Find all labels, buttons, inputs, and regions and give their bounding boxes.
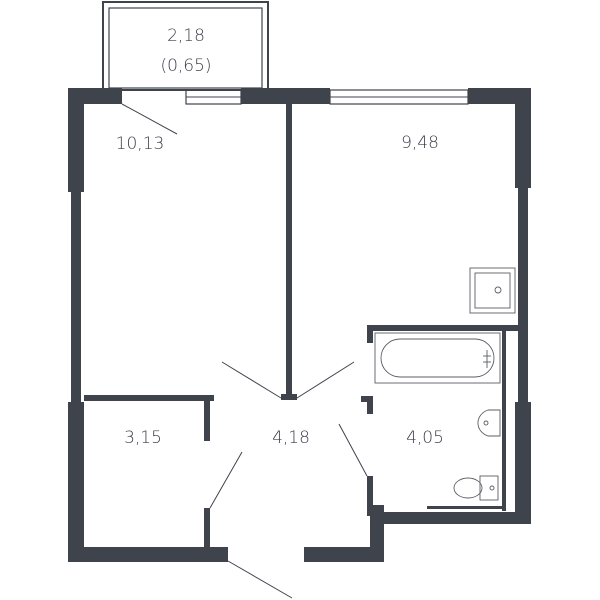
door-swings: [121, 103, 368, 599]
washing-machine-icon: [469, 267, 516, 314]
storage-area-label: 3,15: [124, 428, 162, 448]
hallway-area-label: 4,18: [272, 428, 310, 448]
bathroom-area-label: 4,05: [406, 428, 444, 448]
balcony-area-secondary-label: (0,65): [160, 56, 211, 76]
bathtub-icon: [374, 332, 501, 384]
walls: [68, 88, 531, 562]
balcony: [102, 1, 269, 91]
windows: [185, 89, 469, 105]
toilet-icon: [453, 475, 499, 501]
washbasin-icon: [477, 409, 501, 437]
balcony-area-label: 2,18: [167, 26, 205, 46]
kitchen-area-label: 9,48: [401, 133, 439, 153]
living-room-area-label: 10,13: [116, 134, 165, 154]
room-labels: 2,18 (0,65) 10,13 9,48 3,15 4,18 4,05: [116, 26, 444, 448]
